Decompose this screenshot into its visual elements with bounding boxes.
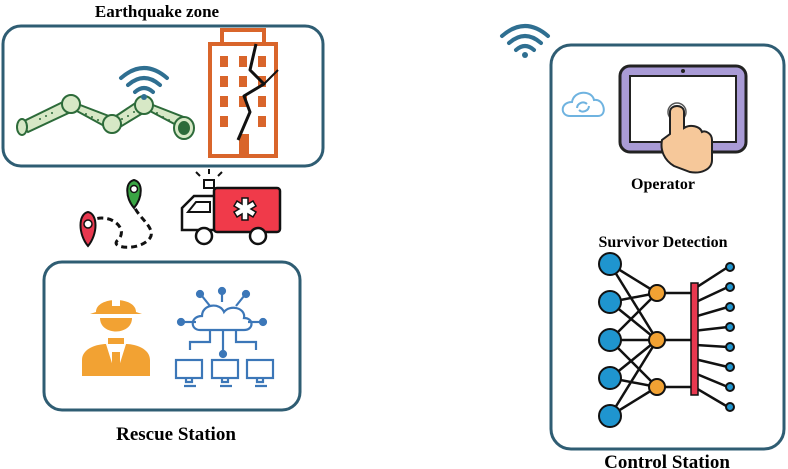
- nn-edge: [608, 339, 659, 417]
- nn-output-node: [725, 262, 735, 272]
- nn-output-edge: [693, 343, 729, 349]
- nn-output-edge: [693, 357, 729, 369]
- nn-edge: [608, 263, 659, 341]
- nn-hidden-node: [648, 284, 666, 302]
- nn-output-edge: [693, 265, 729, 290]
- nn-output-edge: [693, 285, 729, 305]
- cloud-network-icon: [174, 286, 275, 388]
- nn-hidden-node: [648, 331, 666, 349]
- route-map-icon: [79, 178, 153, 249]
- nn-input-node: [598, 404, 622, 428]
- tablet-touch-icon: [618, 64, 748, 174]
- wifi-icon: [119, 66, 169, 100]
- nn-concat-bar: [690, 282, 699, 396]
- nn-input-node: [598, 366, 622, 390]
- nn-output-edge: [693, 385, 729, 409]
- nn-input-node: [598, 290, 622, 314]
- firefighter-icon: [82, 298, 150, 376]
- nn-output-node: [725, 302, 735, 312]
- wifi-icon: [500, 24, 550, 58]
- ambulance-icon: [180, 169, 282, 246]
- nn-output-edge: [693, 325, 729, 333]
- cloud-sync-icon: [561, 91, 605, 117]
- nn-output-edge: [693, 371, 729, 389]
- nn-output-node: [725, 362, 735, 372]
- rescue-station-box: [42, 260, 302, 412]
- control-station-title: Control Station: [604, 452, 730, 469]
- nn-output-edge: [693, 305, 729, 319]
- survivor-detection-label: Survivor Detection: [598, 234, 727, 251]
- nn-output-node: [725, 322, 735, 332]
- earthquake-zone-title: Earthquake zone: [95, 2, 220, 21]
- operator-label: Operator: [631, 176, 695, 193]
- nn-input-node: [598, 328, 622, 352]
- snake-robot-icon: [16, 94, 195, 140]
- neural-network-icon: [598, 252, 735, 428]
- nn-output-node: [725, 282, 735, 292]
- rescue-station-title: Rescue Station: [116, 424, 236, 445]
- nn-output-node: [725, 342, 735, 352]
- nn-input-node: [598, 252, 622, 276]
- cracked-building-icon: [208, 28, 279, 158]
- nn-hidden-node: [648, 378, 666, 396]
- nn-output-node: [725, 402, 735, 412]
- nn-output-node: [725, 382, 735, 392]
